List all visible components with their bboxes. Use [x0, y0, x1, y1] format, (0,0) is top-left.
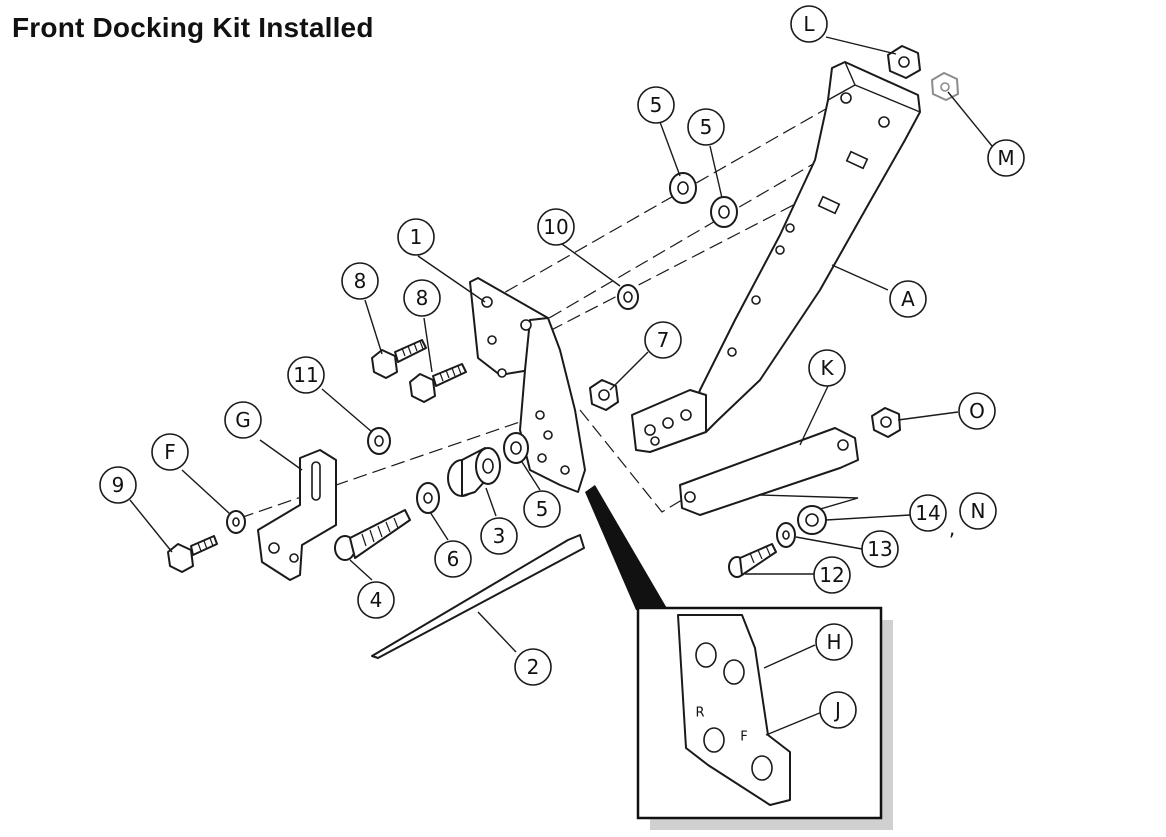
svg-text:K: K [820, 356, 834, 380]
svg-text:9: 9 [112, 473, 125, 497]
nut-m [931, 72, 959, 101]
callout-14: 14 [909, 494, 947, 532]
callout-9: 9 [99, 466, 137, 504]
svg-text:1: 1 [410, 225, 423, 249]
svg-text:O: O [969, 399, 985, 423]
svg-text:M: M [997, 146, 1014, 170]
callout-5-a: 5 [637, 86, 675, 124]
svg-text:8: 8 [416, 286, 429, 310]
svg-text:4: 4 [370, 588, 383, 612]
nut-l [887, 45, 921, 79]
part-a-bracket [631, 61, 921, 453]
washers [367, 172, 738, 464]
callout-comma: , [949, 516, 955, 540]
callout-11: 11 [287, 356, 325, 394]
callout-h: H [815, 623, 853, 661]
callout-n: N [959, 492, 997, 530]
svg-text:3: 3 [493, 524, 506, 548]
svg-text:6: 6 [447, 547, 460, 571]
cable-tie-2 [371, 534, 585, 659]
detail-pointer [585, 485, 668, 610]
callout-f: F [151, 433, 189, 471]
page-title: Front Docking Kit Installed [12, 12, 374, 43]
svg-text:11: 11 [293, 363, 318, 387]
callout-a: A [889, 280, 927, 318]
callout-2: 2 [514, 648, 552, 686]
callout-5-c: 5 [523, 490, 561, 528]
callout-4: 4 [357, 581, 395, 619]
callout-13: 13 [861, 530, 899, 568]
washer-13 [776, 522, 796, 548]
svg-text:10: 10 [543, 215, 568, 239]
callout-m: M [987, 139, 1025, 177]
washer-f [226, 510, 246, 534]
svg-text:G: G [235, 408, 251, 432]
callout-7: 7 [644, 321, 682, 359]
svg-text:7: 7 [657, 328, 670, 352]
nut-o [871, 407, 901, 438]
callout-8-b: 8 [403, 279, 441, 317]
callout-g: G [224, 401, 262, 439]
svg-text:13: 13 [867, 537, 892, 561]
bolt-9 [167, 535, 218, 573]
callout-o: O [958, 392, 996, 430]
svg-text:2: 2 [527, 655, 540, 679]
svg-text:L: L [803, 12, 815, 36]
screw-4 [334, 509, 411, 561]
svg-text:5: 5 [700, 115, 713, 139]
svg-text:F: F [164, 440, 176, 464]
nut-7 [589, 379, 619, 411]
svg-text:H: H [826, 630, 841, 654]
callout-1: 1 [397, 218, 435, 256]
svg-text:J: J [833, 698, 841, 722]
svg-text:8: 8 [354, 269, 367, 293]
svg-text:N: N [971, 499, 986, 523]
callout-j: J [819, 691, 857, 729]
washer-6 [416, 482, 440, 514]
callout-12: 12 [813, 556, 851, 594]
part-g-bracket [257, 449, 337, 581]
detail-mark-f: F [740, 730, 747, 745]
part-k-arm [679, 427, 859, 516]
part-1-plate [469, 277, 586, 493]
leader-lines [129, 36, 993, 653]
callout-k: K [808, 349, 846, 387]
svg-text:5: 5 [536, 497, 549, 521]
callout-10: 10 [537, 208, 575, 246]
callout-5-b: 5 [687, 108, 725, 146]
svg-text:5: 5 [650, 93, 663, 117]
callout-3: 3 [480, 517, 518, 555]
callout-8-a: 8 [341, 262, 379, 300]
spacer-3 [447, 447, 501, 497]
bolts-8 [371, 339, 467, 403]
bushing-14 [797, 505, 827, 535]
svg-text:A: A [901, 287, 915, 311]
detail-mark-r: R [695, 706, 704, 721]
screw-12 [728, 543, 777, 578]
svg-text:14: 14 [915, 501, 940, 525]
svg-text:12: 12 [819, 563, 844, 587]
callout-l: L [790, 5, 828, 43]
detail-inset: R F [636, 606, 893, 830]
callout-6: 6 [434, 540, 472, 578]
